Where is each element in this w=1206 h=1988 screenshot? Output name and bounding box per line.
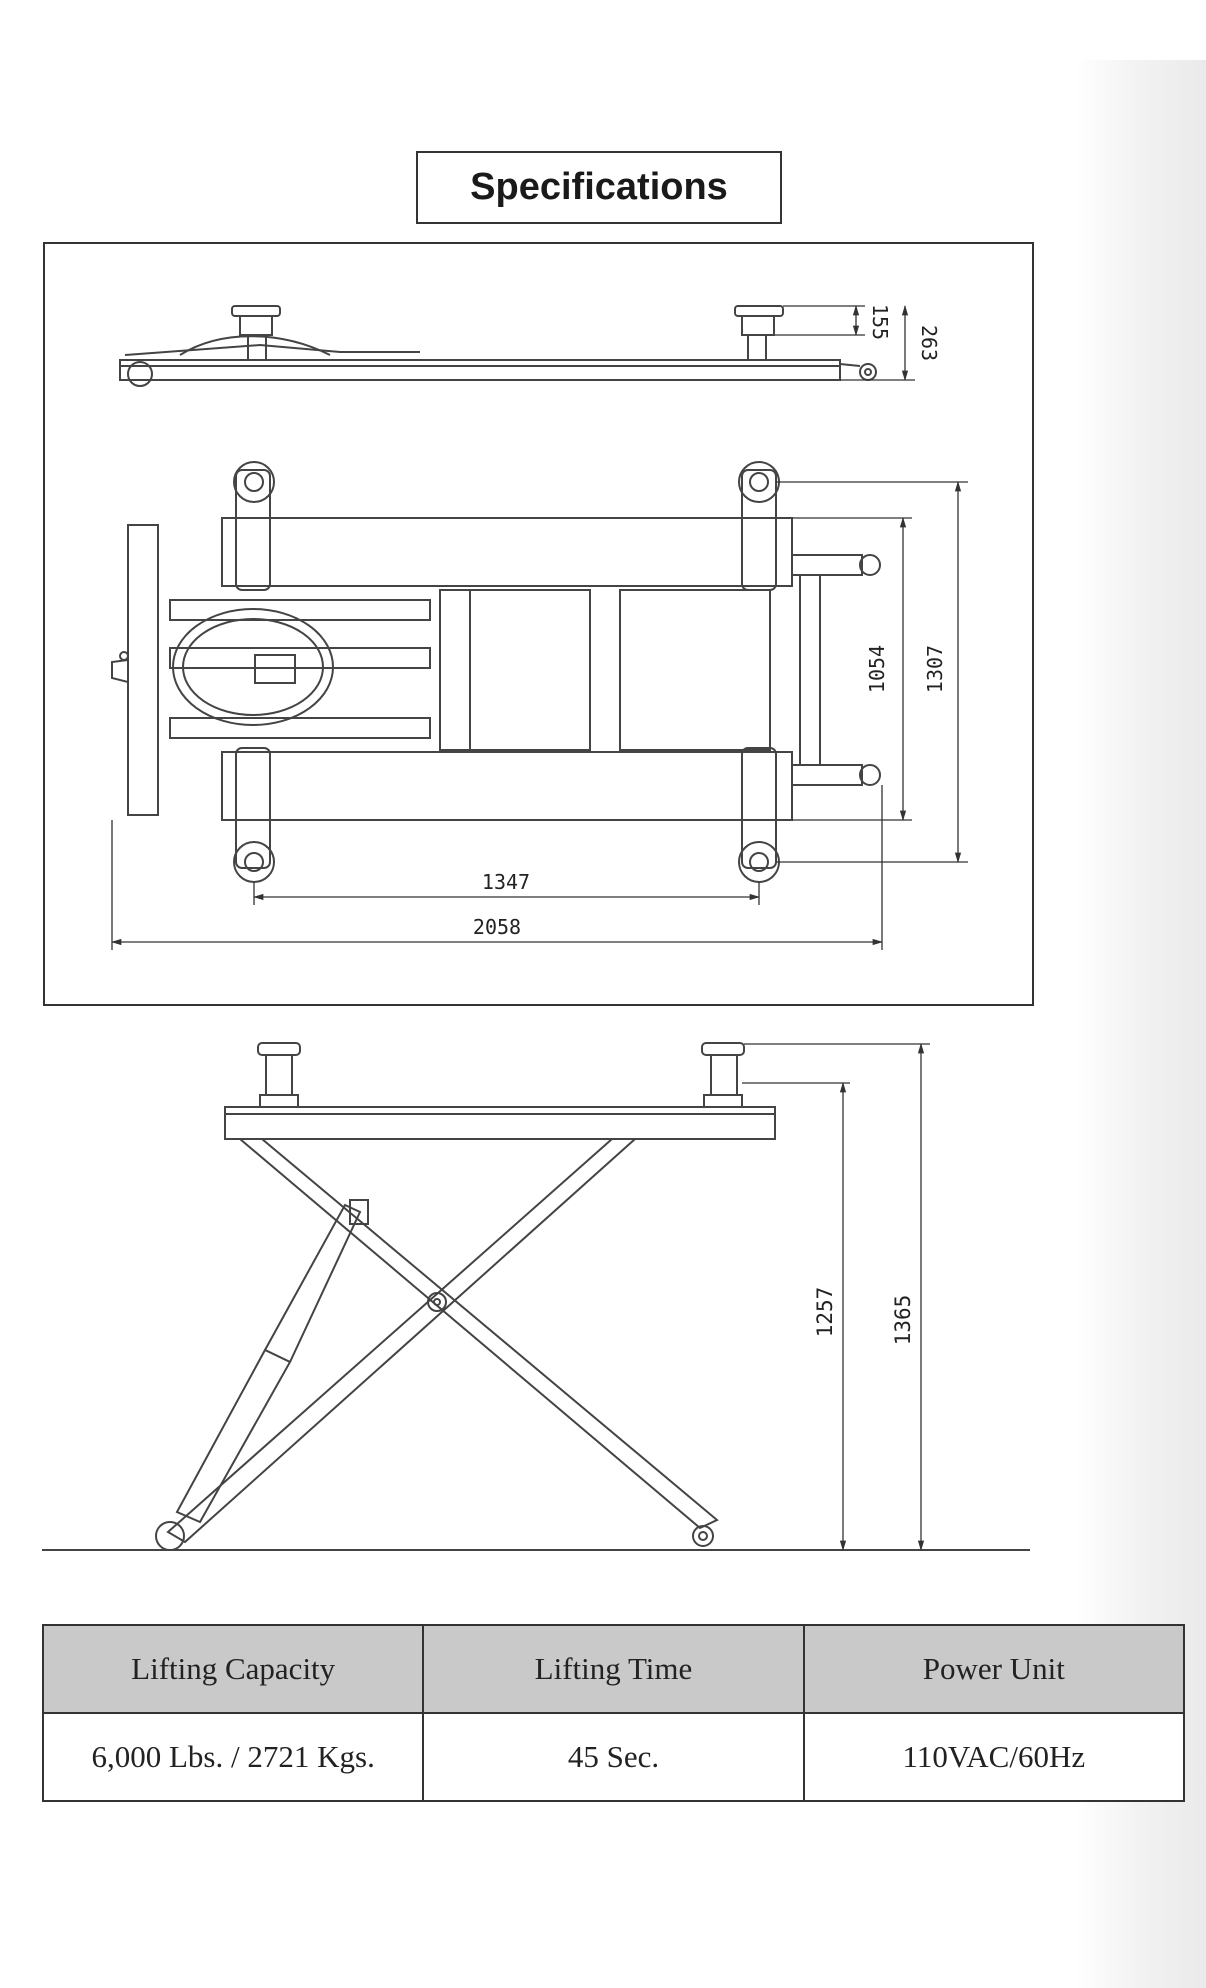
side-view-lowered: [119, 305, 877, 387]
dim-1054-label: 1054: [865, 645, 889, 693]
header-power-unit: Power Unit: [802, 1624, 1186, 1714]
dim-1307-label: 1307: [923, 645, 947, 693]
scissor-lift-raised-view: [155, 1042, 776, 1551]
spec-table: Lifting Capacity Lifting Time Power Unit…: [41, 1624, 1186, 1802]
dim-155-label: 155: [868, 304, 892, 340]
dim-1365-label: 1365: [891, 1295, 915, 1346]
value-lifting-capacity: 6,000 Lbs. / 2721 Kgs.: [41, 1712, 425, 1802]
value-power-unit: 110VAC/60Hz: [802, 1712, 1186, 1802]
spec-table-value-row: 6,000 Lbs. / 2721 Kgs. 45 Sec. 110VAC/60…: [41, 1712, 1186, 1802]
raised-dimensions: [742, 1042, 930, 1552]
plan-dimensions: [110, 480, 968, 950]
header-lifting-time: Lifting Time: [422, 1624, 805, 1714]
dim-1257-label: 1257: [813, 1287, 837, 1338]
dim-2058-label: 2058: [473, 915, 521, 939]
value-lifting-time: 45 Sec.: [422, 1712, 805, 1802]
side-view-dimensions: [775, 304, 915, 382]
dim-263-label: 263: [917, 325, 941, 361]
header-lifting-capacity: Lifting Capacity: [41, 1624, 425, 1714]
dim-1347-label: 1347: [482, 870, 530, 894]
spec-table-header-row: Lifting Capacity Lifting Time Power Unit: [41, 1624, 1186, 1714]
plan-view: [111, 461, 881, 883]
page-title: Specifications: [416, 151, 782, 224]
